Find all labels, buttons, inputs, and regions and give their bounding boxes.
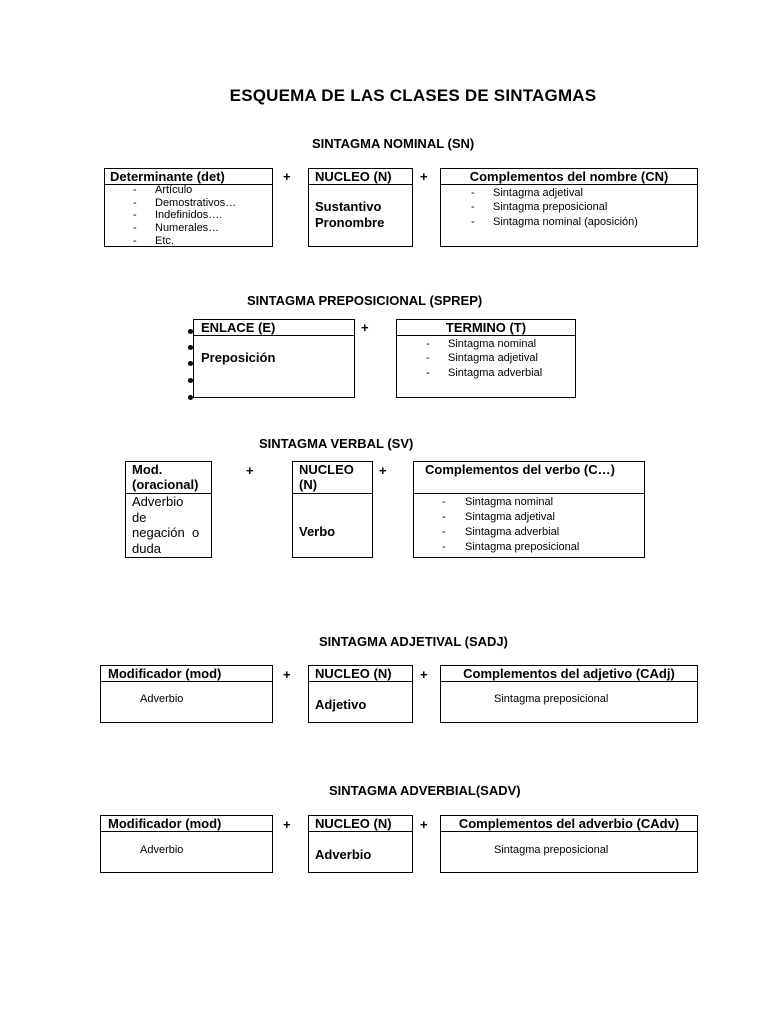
list-item: -Artículo [133, 184, 193, 196]
plus-sign: + [379, 463, 387, 478]
sv-nucleo-box: NUCLEO (N) Verbo [292, 461, 373, 558]
sv-mod-body: Adverbio de negación o duda [132, 494, 199, 556]
list-item: -Sintagma nominal [442, 496, 554, 508]
sadj-mod-body: Adverbio [140, 693, 184, 705]
sn-cn-header: Complementos del nombre (CN) [441, 169, 697, 185]
sadj-nucleo-body: Adjetivo [315, 697, 367, 712]
list-item: -Etc. [133, 235, 174, 247]
sn-determinante-box: Determinante (det) -Artículo -Demostrati… [104, 168, 273, 247]
sadv-cadv-body: Sintagma preposicional [494, 844, 609, 856]
sprep-termino-box: TERMINO (T) -Sintagma nominal -Sintagma … [396, 319, 576, 398]
sadj-nucleo-header: NUCLEO (N) [309, 666, 412, 682]
list-item: -Sintagma nominal (aposición) [471, 216, 638, 228]
sadj-mod-header: Modificador (mod) [101, 666, 272, 682]
plus-sign: + [420, 817, 428, 832]
sprep-termino-header: TERMINO (T) [397, 320, 575, 336]
sadj-cadj-header: Complementos del adjetivo (CAdj) [441, 666, 697, 682]
bullet-dot-icon [188, 395, 193, 400]
section-heading-sprep: SINTAGMA PREPOSICIONAL (SPREP) [247, 293, 483, 308]
section-heading-sn: SINTAGMA NOMINAL (SN) [312, 136, 475, 151]
sv-mod-header-line-2: (oracional) [132, 477, 199, 492]
section-heading-sv: SINTAGMA VERBAL (SV) [259, 436, 414, 451]
bullet-dot-icon [188, 329, 193, 334]
sv-nucleo-header: NUCLEO (N) [293, 462, 372, 494]
sadv-nucleo-header: NUCLEO (N) [309, 816, 412, 832]
sn-nucleo-body-1: Sustantivo [315, 199, 382, 214]
sprep-enlace-header: ENLACE (E) [194, 320, 354, 336]
sv-mod-body-line: negación o [132, 525, 200, 540]
plus-sign: + [420, 667, 428, 682]
list-item: -Sintagma adjetival [471, 187, 583, 199]
sn-cn-box: Complementos del nombre (CN) -Sintagma a… [440, 168, 698, 247]
bullet-dot-icon [188, 345, 193, 350]
sv-mod-header: Mod. (oracional) [126, 462, 211, 494]
list-item: -Demostrativos… [133, 197, 237, 209]
list-item: -Sintagma adjetival [426, 352, 538, 364]
sadv-mod-header: Modificador (mod) [101, 816, 272, 832]
bullet-dot-icon [188, 361, 193, 366]
sv-cv-header: Complementos del verbo (C…) [414, 462, 644, 494]
sv-cv-box: Complementos del verbo (C…) -Sintagma no… [413, 461, 645, 558]
sv-mod-body-line: de [132, 509, 147, 525]
sn-determinante-header: Determinante (det) [105, 169, 272, 185]
sadv-cadv-box: Complementos del adverbio (CAdv) Sintagm… [440, 815, 698, 873]
list-item: -Indefinidos…. [133, 209, 223, 221]
sv-mod-header-line-1: Mod. [132, 462, 163, 477]
plus-sign: + [283, 169, 291, 184]
list-item: -Sintagma preposicional [442, 541, 580, 553]
sv-mod-box: Mod. (oracional) Adverbio de negación o … [125, 461, 212, 558]
sv-nucleo-header-line-1: NUCLEO [299, 462, 354, 477]
plus-sign: + [283, 667, 291, 682]
section-heading-sadv: SINTAGMA ADVERBIAL(SADV) [329, 783, 521, 798]
sv-nucleo-header-line-2: (N) [299, 477, 318, 492]
list-item: -Sintagma preposicional [471, 201, 608, 213]
sn-nucleo-header: NUCLEO (N) [309, 169, 412, 185]
sprep-enlace-body: Preposición [201, 350, 276, 365]
sprep-enlace-box: ENLACE (E) Preposición [193, 319, 355, 398]
sadj-cadj-body: Sintagma preposicional [494, 693, 609, 705]
sadj-cadj-box: Complementos del adjetivo (CAdj) Sintagm… [440, 665, 698, 723]
sadv-cadv-header: Complementos del adverbio (CAdv) [441, 816, 697, 832]
sadj-mod-box: Modificador (mod) Adverbio [100, 665, 273, 723]
sadv-mod-body: Adverbio [140, 844, 184, 856]
list-item: -Sintagma adverbial [442, 526, 560, 538]
sv-mod-body-line: Adverbio [132, 494, 184, 509]
section-heading-sadj: SINTAGMA ADJETIVAL (SADJ) [319, 634, 508, 649]
plus-sign: + [283, 817, 291, 832]
sadv-nucleo-box: NUCLEO (N) Adverbio [308, 815, 413, 873]
sv-nucleo-body: Verbo [299, 524, 336, 539]
list-item: -Sintagma adverbial [426, 367, 543, 379]
sn-nucleo-box: NUCLEO (N) Sustantivo Pronombre [308, 168, 413, 247]
list-item: -Numerales… [133, 222, 220, 234]
list-item: -Sintagma nominal [426, 338, 537, 350]
page-title: ESQUEMA DE LAS CLASES DE SINTAGMAS [229, 86, 597, 105]
sadv-mod-box: Modificador (mod) Adverbio [100, 815, 273, 873]
sv-mod-body-line: duda [132, 540, 161, 556]
plus-sign: + [246, 463, 254, 478]
sadj-nucleo-box: NUCLEO (N) Adjetivo [308, 665, 413, 723]
plus-sign: + [361, 320, 369, 335]
sn-nucleo-body-2: Pronombre [315, 215, 385, 230]
sadv-nucleo-body: Adverbio [315, 847, 372, 862]
plus-sign: + [420, 169, 428, 184]
bullet-dot-icon [188, 378, 193, 383]
list-item: -Sintagma adjetival [442, 511, 555, 523]
